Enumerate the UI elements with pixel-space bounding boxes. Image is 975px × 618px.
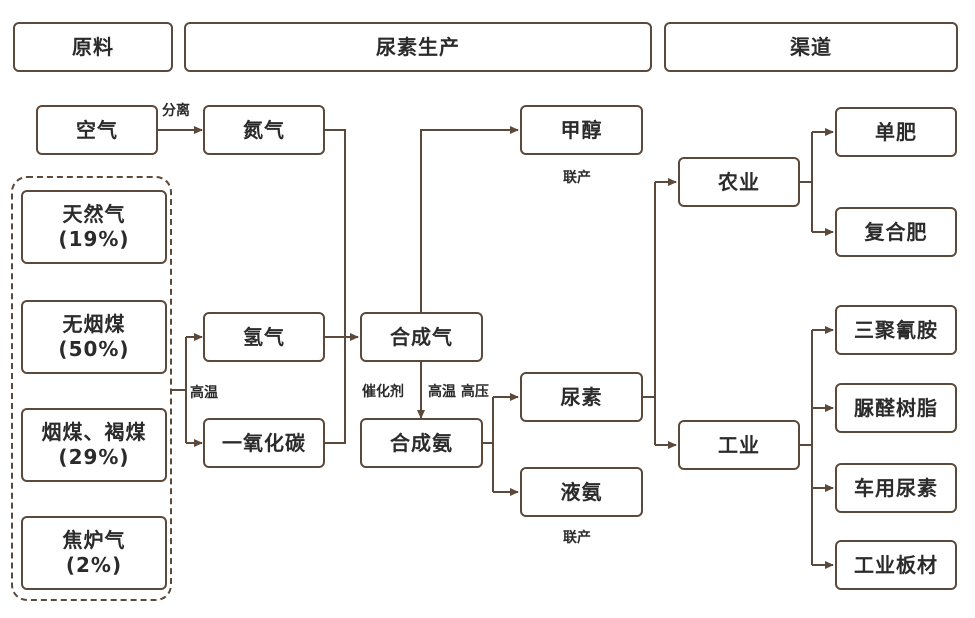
node-syngas: 合成气 [360,312,483,362]
arrow-syngas-methanol [420,126,519,312]
node-liquid-ammonia: 液氨 [520,467,643,517]
label-high-temp-pressure: 高温 高压 [428,384,489,400]
node-urea: 尿素 [520,372,643,422]
node-bituminous-lignite: 烟煤、褐煤(29%) [21,408,167,482]
label-catalyst: 催化剂 [362,384,404,400]
node-compound-fertilizer: 复合肥 [835,207,957,257]
node-carbon-monoxide: 一氧化碳 [203,418,325,468]
node-single-fertilizer: 单肥 [835,107,957,157]
node-coke-oven-gas: 焦炉气(2%) [21,516,167,590]
node-melamine: 三聚氰胺 [835,305,957,355]
node-industrial-board: 工业板材 [835,540,957,590]
label-coproduct-methanol: 联产 [563,170,591,186]
label-separation: 分离 [162,103,190,119]
node-ammonia-synthesis: 合成氨 [360,418,483,468]
node-anthracite: 无烟煤(50%) [21,300,167,374]
node-methanol: 甲醇 [520,105,643,155]
node-hydrogen: 氢气 [203,312,325,362]
header-channel: 渠道 [664,22,958,72]
node-nitrogen: 氮气 [203,105,325,155]
node-agriculture: 农业 [678,157,800,207]
raw-group-dashed [11,176,172,601]
header-raw: 原料 [13,22,173,72]
header-production: 尿素生产 [184,22,652,72]
node-natural-gas: 天然气(19%) [21,190,167,264]
node-air: 空气 [36,105,158,155]
node-urea-resin: 脲醛树脂 [835,383,957,433]
line-n2-co-join [325,129,346,444]
node-industry: 工业 [678,420,800,470]
label-high-temp: 高温 [190,385,218,401]
node-vehicle-urea: 车用尿素 [835,463,957,513]
label-coproduct-liquid-ammonia: 联产 [563,530,591,546]
